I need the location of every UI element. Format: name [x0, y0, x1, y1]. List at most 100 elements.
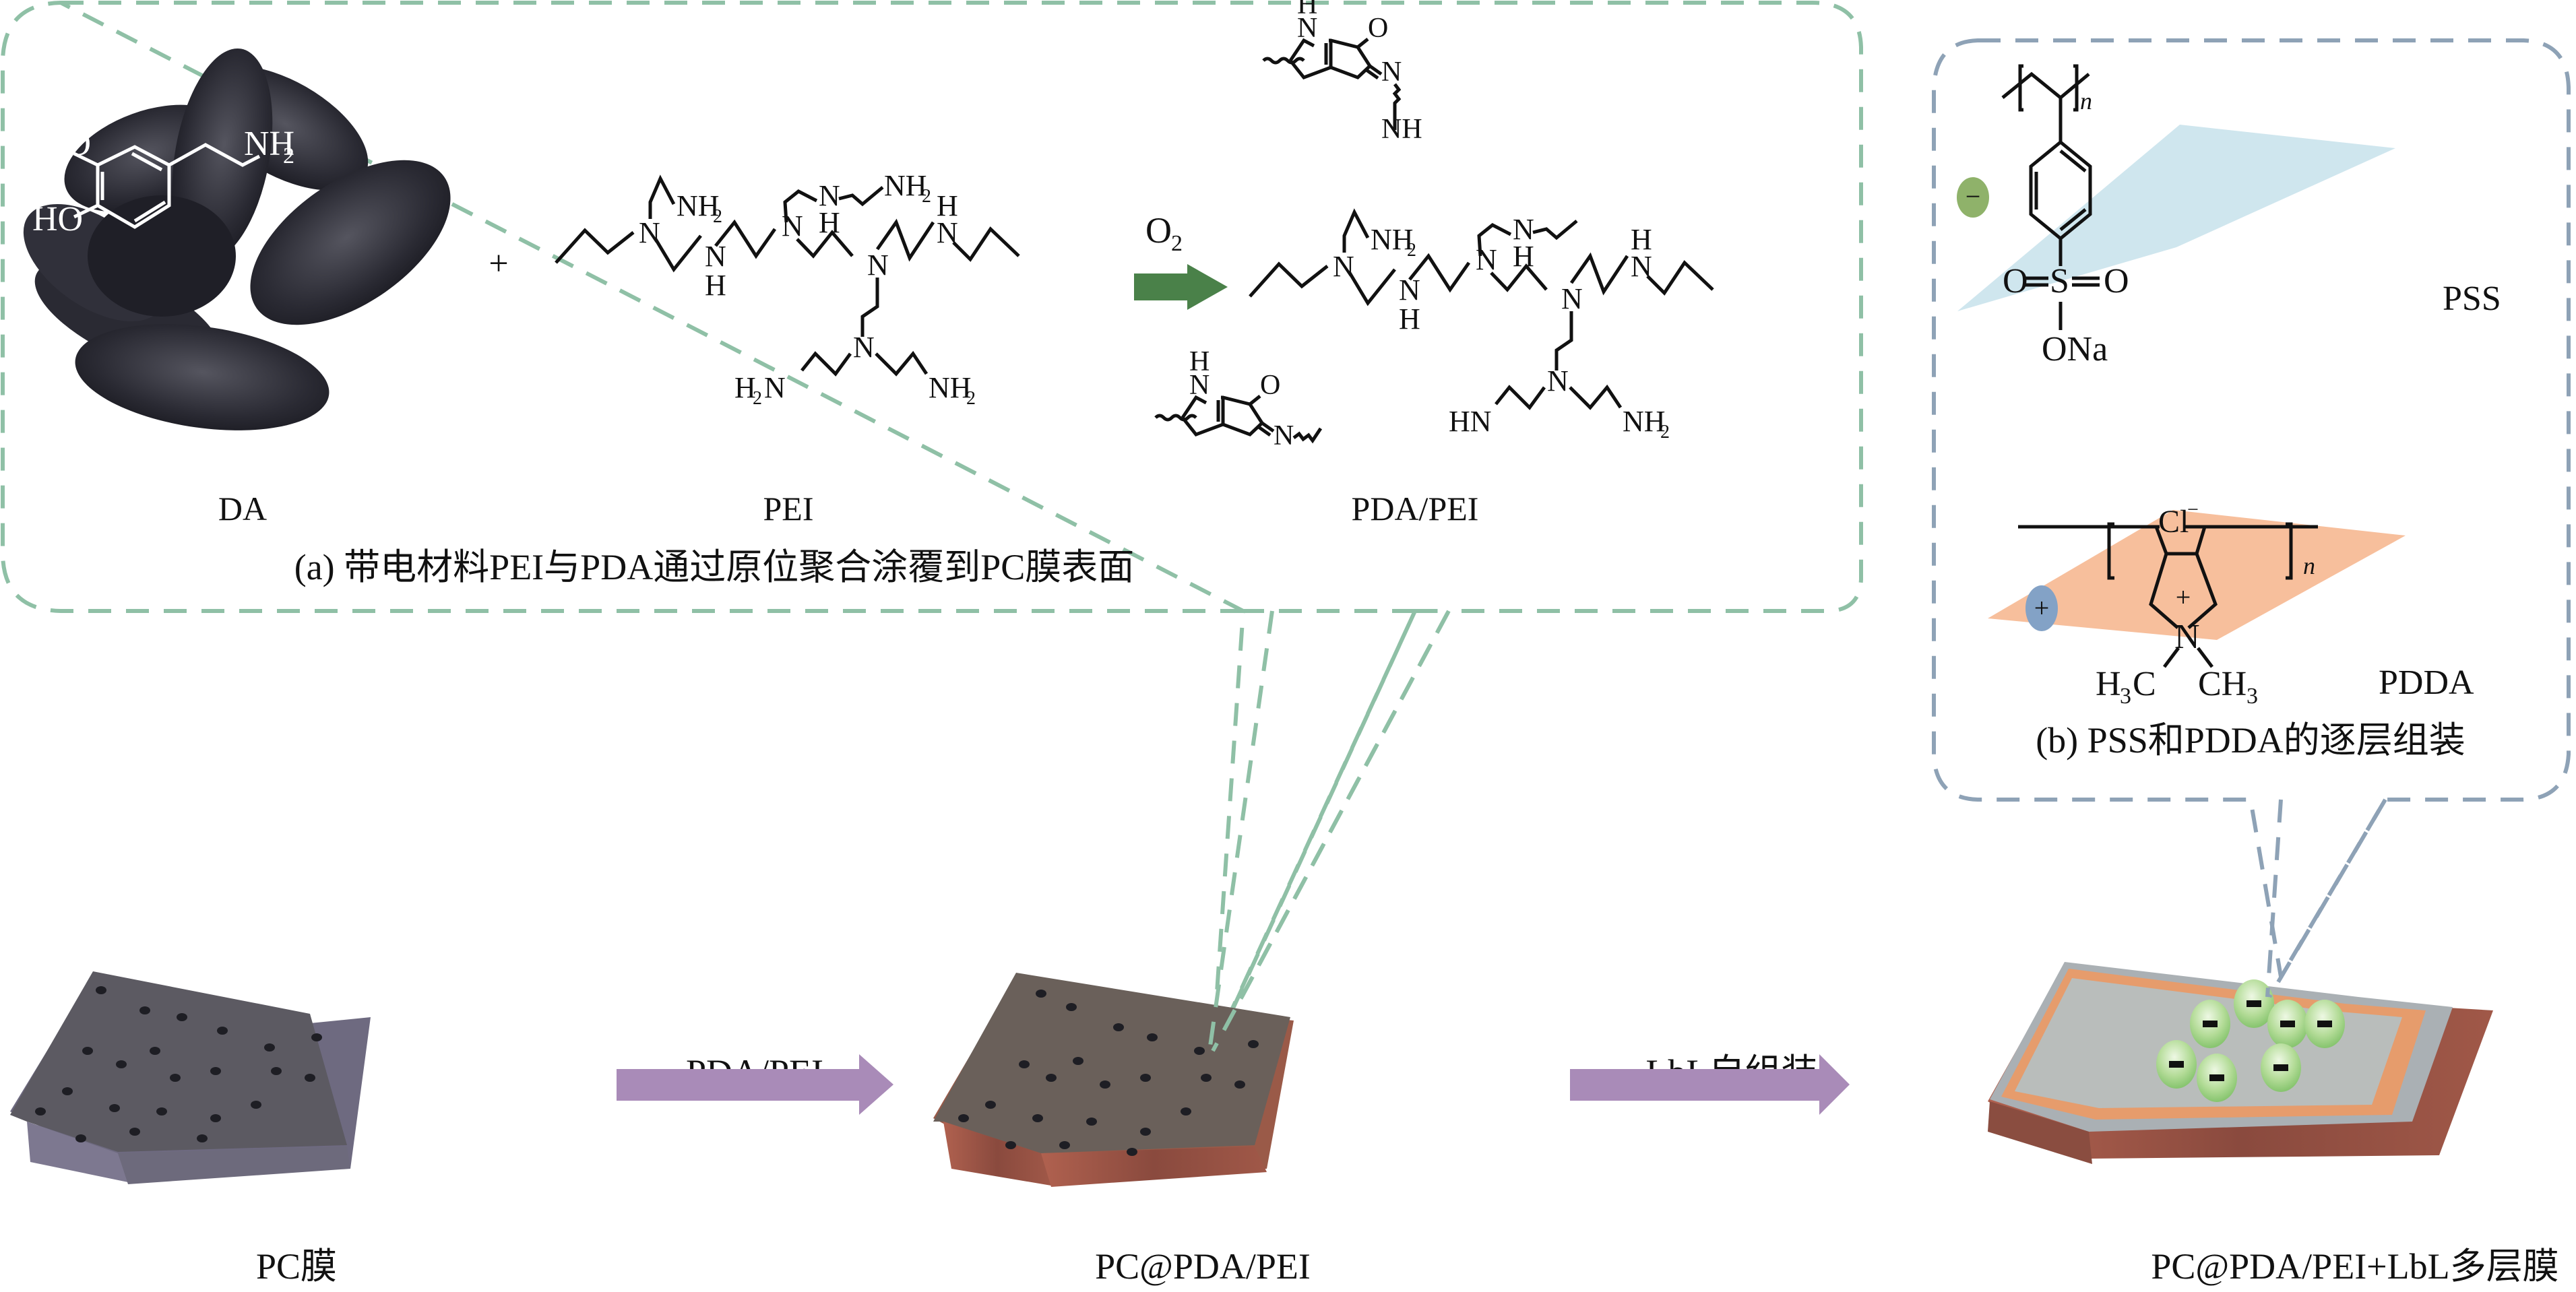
- pore: [1019, 1060, 1030, 1068]
- charged-beads: [2156, 979, 2345, 1102]
- pda-atom-nh2: NH: [1371, 223, 1414, 256]
- pei-atom-nh2: NH: [884, 169, 927, 202]
- pda-atom-n: N: [1561, 282, 1583, 315]
- negative-bead-minus-icon: [2317, 1021, 2332, 1027]
- pore: [129, 1128, 140, 1136]
- pore: [1140, 1128, 1151, 1136]
- pore: [177, 1013, 187, 1021]
- membrane-pc-pda-pei: [933, 973, 1294, 1187]
- pda-atom-nh: NH: [1381, 114, 1422, 145]
- pore: [35, 1107, 46, 1116]
- pore: [1100, 1080, 1110, 1089]
- pda-atom-n: N: [1547, 364, 1569, 397]
- membrane-pores: [958, 990, 1259, 1156]
- pss-ona: ONa: [2042, 330, 2108, 368]
- da-amine-label: NH: [244, 125, 294, 163]
- pore: [1234, 1080, 1245, 1089]
- pore: [985, 1101, 996, 1109]
- pore: [1059, 1141, 1070, 1149]
- pdda-counter-ion: Cl: [2158, 504, 2189, 540]
- da-ho-bottom-label: HO: [32, 200, 83, 238]
- pdda-methyl-left-h: H: [2096, 665, 2121, 703]
- pei-atom-n: N: [639, 216, 660, 249]
- membrane-lbl-multilayer-label: PC@PDA/PEI+LbL多层膜: [2151, 1246, 2558, 1287]
- pei-sub: 2: [713, 206, 722, 227]
- negative-bead-minus-icon: [2273, 1064, 2288, 1071]
- pore: [96, 986, 106, 994]
- pore: [251, 1101, 261, 1109]
- pei-atom-n: N: [867, 249, 889, 282]
- pei-atom-n: N: [782, 209, 803, 243]
- pda-atom-o: O: [1368, 13, 1388, 44]
- pore: [75, 1134, 86, 1142]
- pss-plane: [1957, 125, 2395, 311]
- pei-label: PEI: [763, 490, 814, 527]
- pda-atom-n: N: [1476, 243, 1497, 276]
- pda-atom-n: N: [1333, 250, 1354, 283]
- positive-ion-icon: [2025, 585, 2058, 631]
- pda-atom-h: H: [1513, 240, 1534, 273]
- pore: [116, 1060, 127, 1068]
- pda-atom-n: N: [1274, 420, 1294, 451]
- pda-atom-n: N: [1381, 57, 1402, 88]
- panel-b-callout-border: [1932, 38, 2571, 983]
- pei-structure: N NH 2 N H N N H NH 2 N N H N H 2 N NH 2: [555, 169, 1020, 409]
- negative-ion-icon: [1957, 177, 1989, 218]
- pore: [311, 1033, 322, 1041]
- pss-repeat-n: n: [2080, 88, 2092, 115]
- pdda-structure: [2018, 522, 2318, 668]
- positive-ion-charge: +: [2034, 593, 2050, 623]
- pdda-label: PDDA: [2379, 664, 2474, 702]
- membrane-lbl-multilayer: [1988, 962, 2493, 1164]
- pore: [1073, 1057, 1083, 1065]
- da-ho-top-label: HO: [40, 125, 91, 163]
- pdda-counter-charge: −: [2187, 498, 2199, 521]
- negative-ion-charge: −: [1966, 181, 1981, 212]
- negative-bead-minus-icon: [2209, 1074, 2224, 1081]
- pei-atom-n: N: [937, 216, 958, 249]
- pei-atom-nh2: NH: [677, 189, 720, 222]
- pda-atom-h: H: [1399, 302, 1420, 335]
- pdda-methyl-left-c: C: [2133, 665, 2156, 703]
- pss-o-right: O: [2104, 262, 2129, 300]
- pei-atom-n: N: [853, 331, 875, 364]
- pore: [264, 1043, 275, 1052]
- panel-b-caption: (b) PSS和PDDA的逐层组装: [2036, 720, 2465, 761]
- plus-sign: +: [489, 245, 508, 283]
- pda-pei-label: PDA/PEI: [1352, 490, 1479, 527]
- pei-atom-h: H: [705, 269, 726, 302]
- pdda-plane: [1988, 510, 2406, 640]
- pore: [82, 1047, 93, 1055]
- pda-atom-h: H: [1189, 346, 1210, 377]
- pore: [210, 1067, 221, 1075]
- pdda-repeat-n: n: [2303, 552, 2315, 579]
- pei-atom-h: H: [819, 206, 840, 239]
- pei-sub: 2: [753, 388, 762, 409]
- pore: [1194, 1047, 1205, 1055]
- pore: [170, 1074, 181, 1082]
- pore: [210, 1114, 221, 1122]
- pore: [1005, 1141, 1016, 1149]
- pdda-methyl-right-sub: 3: [2247, 684, 2258, 709]
- pore: [1147, 1033, 1158, 1041]
- oxygen-reagent-subscript: 2: [1171, 231, 1183, 256]
- negative-bead-minus-icon: [2247, 1000, 2261, 1007]
- pore: [156, 1107, 167, 1116]
- panel-a-caption: (a) 带电材料PEI与PDA通过原位聚合涂覆到PC膜表面: [294, 547, 1135, 587]
- negative-bead-minus-icon: [2169, 1061, 2184, 1068]
- pore: [1046, 1074, 1057, 1082]
- pss-s-atom: S: [2050, 262, 2069, 300]
- negative-bead-minus-icon: [2203, 1021, 2218, 1027]
- step-arrow-2-icon: [1570, 1054, 1850, 1115]
- pore: [197, 1134, 208, 1142]
- pore: [62, 1087, 73, 1095]
- pore: [305, 1074, 315, 1082]
- step-arrow-1-icon: [617, 1054, 893, 1115]
- panel-b: − n O S O ONa PSS +: [1932, 38, 2571, 983]
- pei-atom-nh2: NH: [929, 371, 972, 404]
- panel-a: HO HO NH 2 DA + N NH 2 N H: [1, 0, 1863, 1052]
- pore: [1201, 1074, 1212, 1082]
- panel-a-callout-border: [1, 0, 1863, 1052]
- pore: [109, 1104, 120, 1112]
